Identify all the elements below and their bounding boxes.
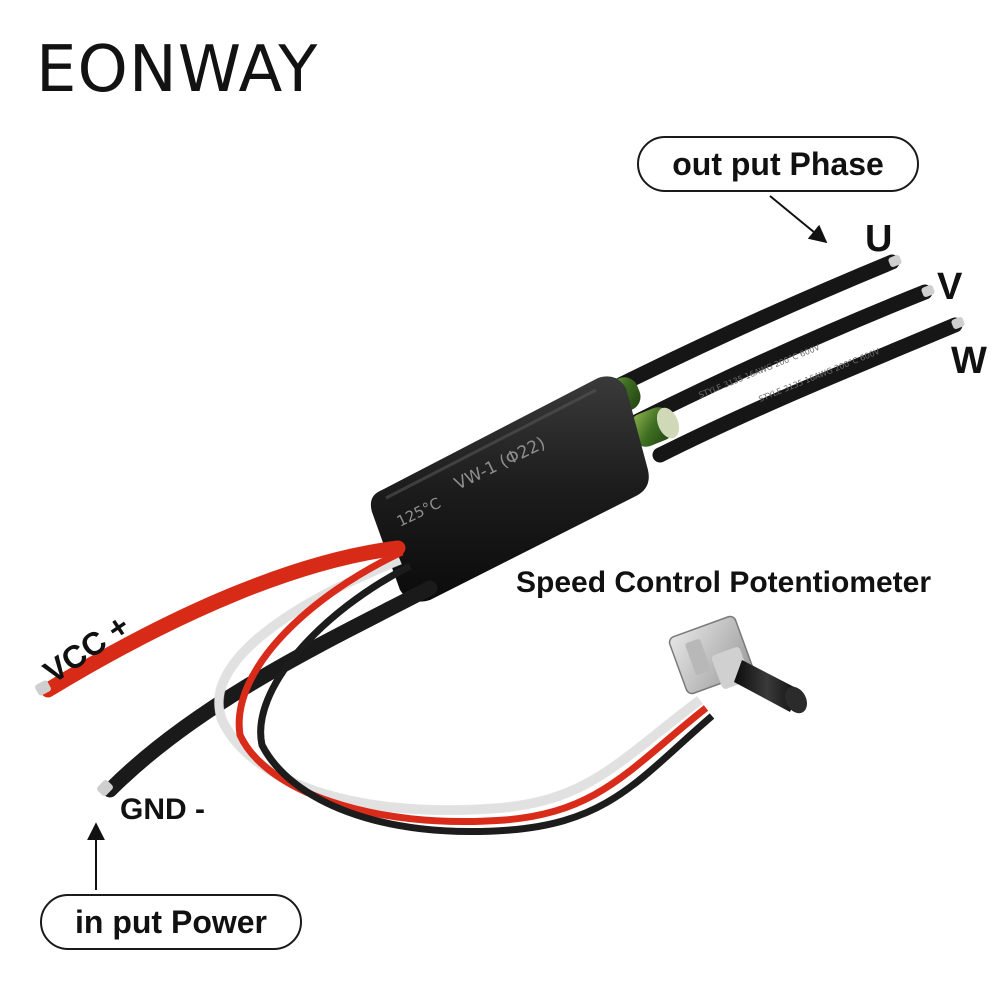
gnd-wire [102,580,438,798]
gnd-wire-tip [97,780,113,796]
signal-wire-black [257,562,715,836]
gnd-label: GND - [120,793,205,826]
controller-body: VW-1 (Φ22) 125°C [370,376,649,602]
vcc-wire [40,540,406,698]
output-phase-label: out put Phase [637,136,919,192]
input-wires [35,540,715,836]
potentiometer-knob [734,660,800,712]
phase-w-label: W [951,340,987,382]
wire-tip-u [888,255,902,267]
phase-v-label: V [937,266,963,308]
wire-tip-v [921,285,935,297]
brand-logo: EONWAY [36,33,319,107]
vcc-wire-tip [35,680,51,696]
phase-arrow [769,195,828,244]
potentiometer [668,615,808,714]
speed-control-label: Speed Control Potentiometer [516,566,932,599]
phase-u-label: U [865,218,893,260]
wire-tip-w [951,317,965,329]
input-power-label: in put Power [40,894,302,950]
